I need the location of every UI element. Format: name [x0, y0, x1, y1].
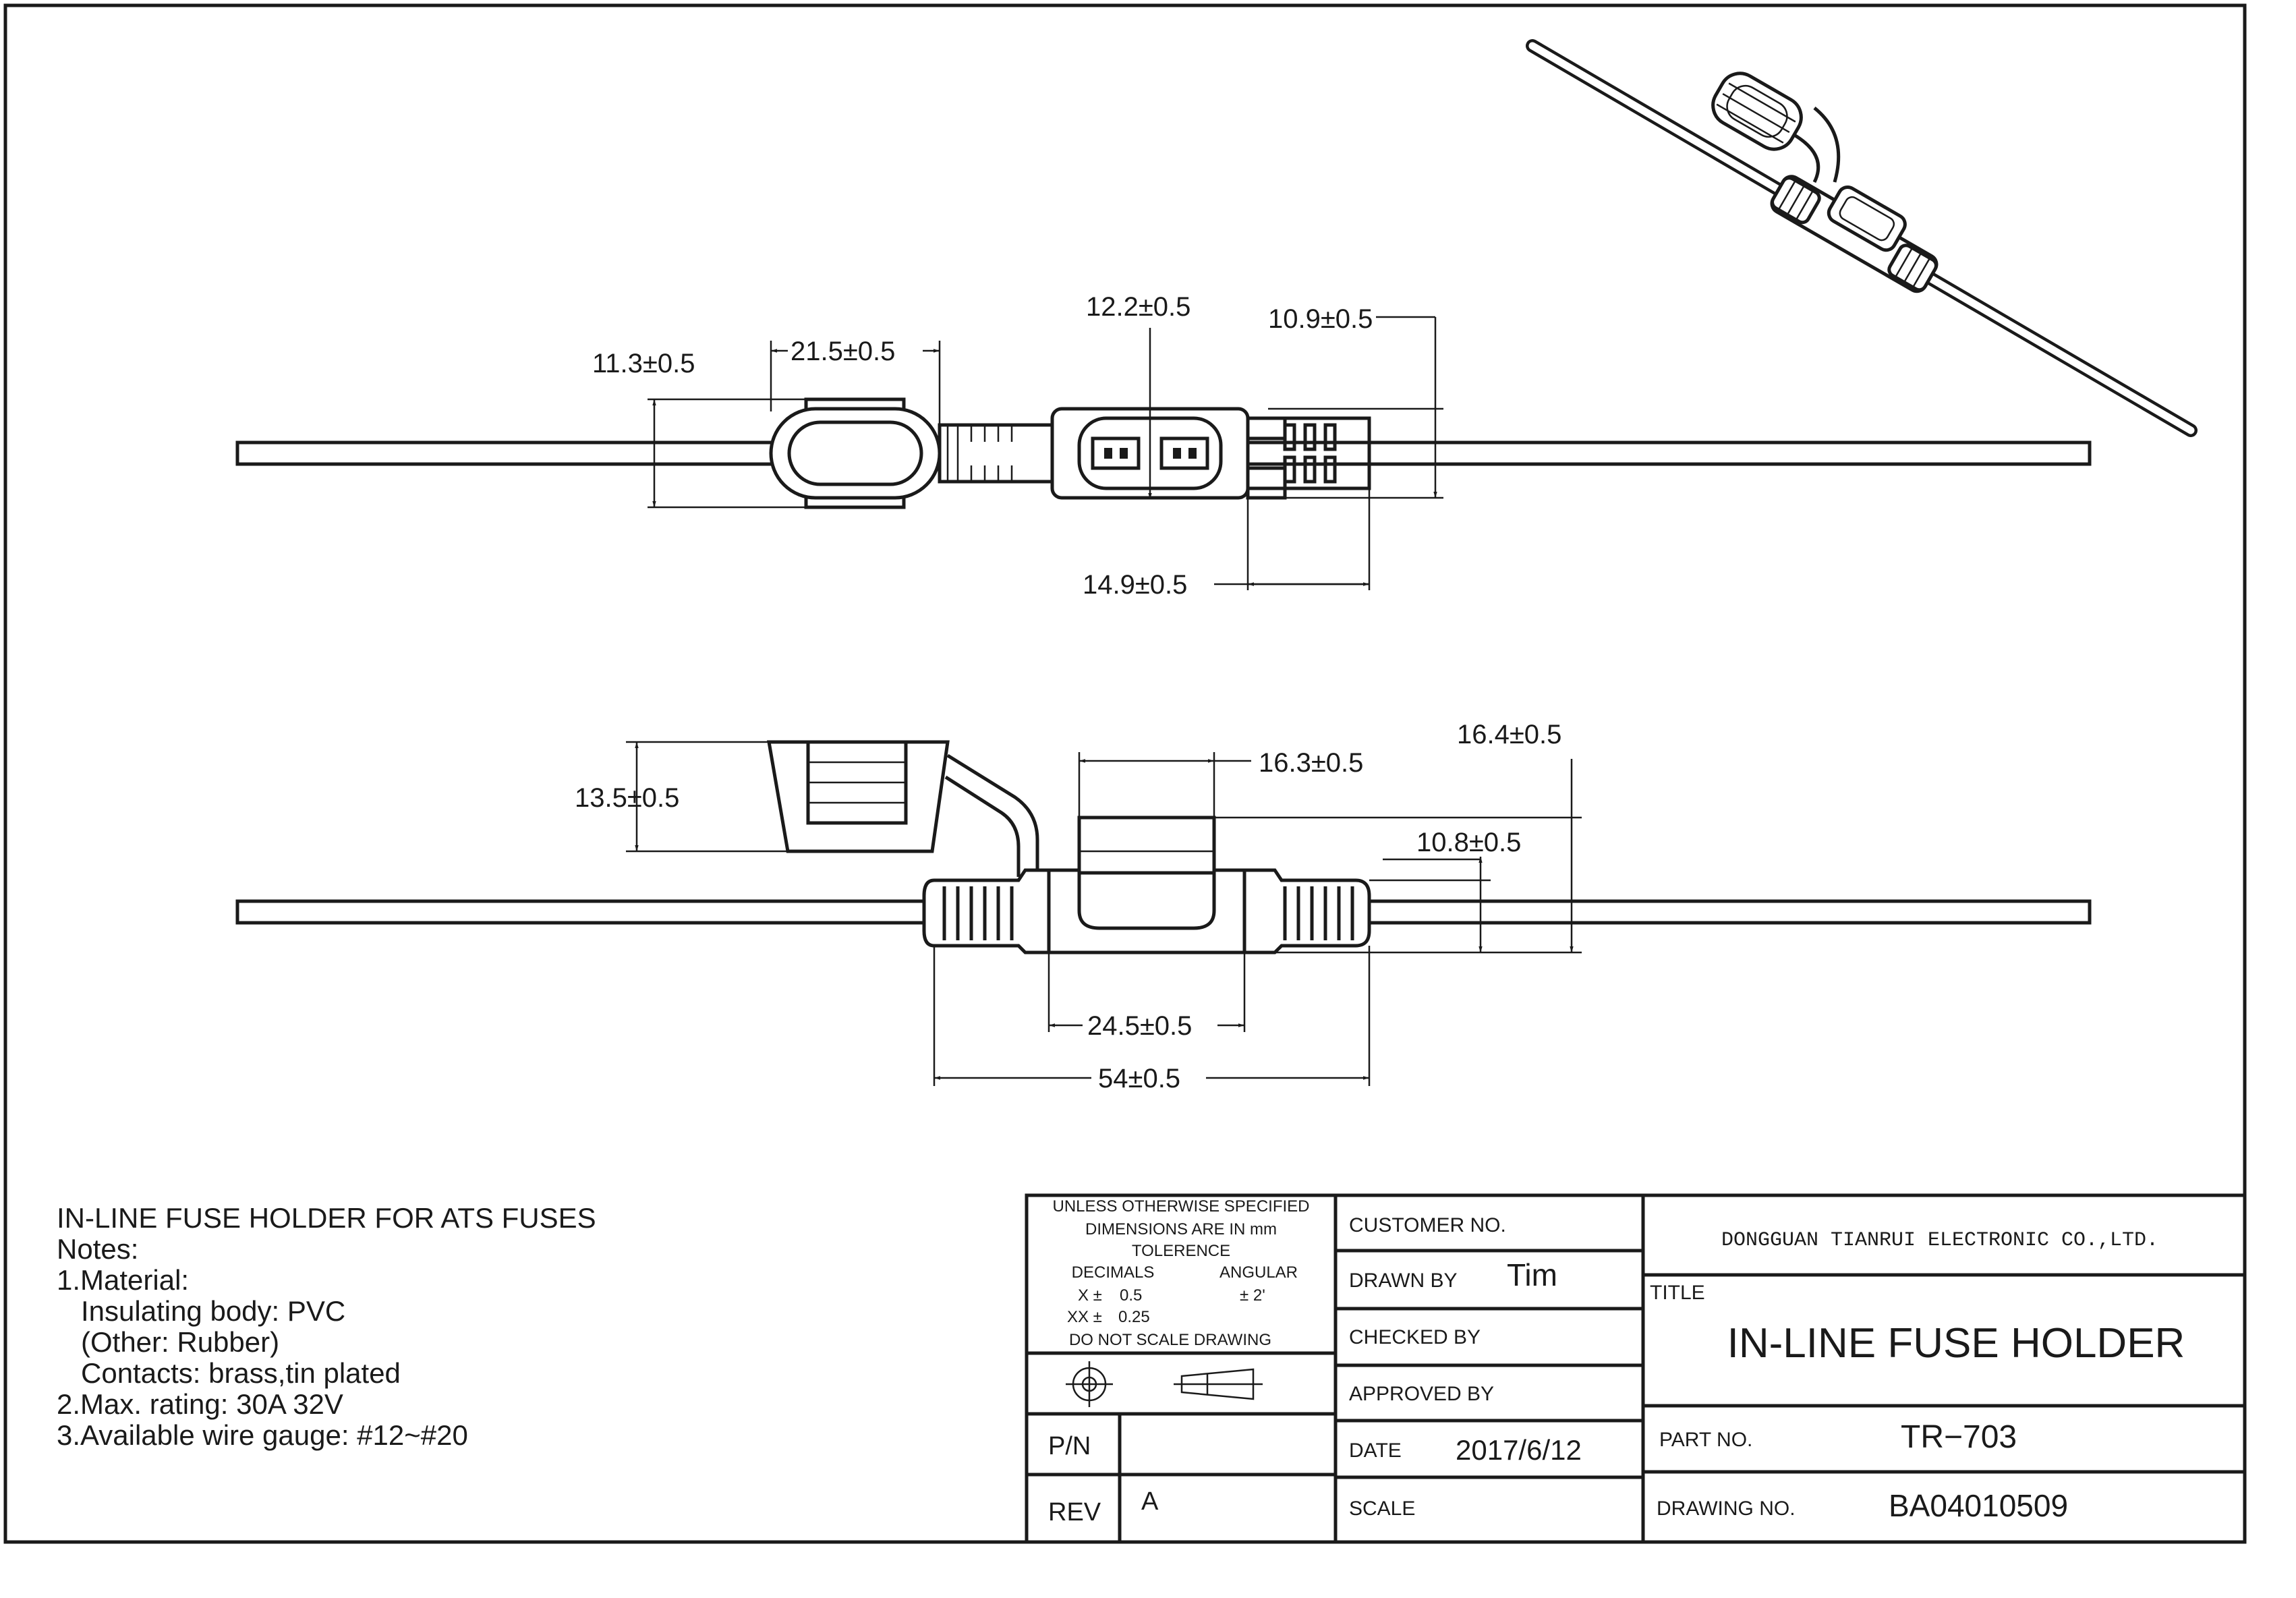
dim-16-4: 16.4±0.5 [1457, 720, 1561, 749]
dim-14-9: 14.9±0.5 [1083, 570, 1187, 600]
drawn-by-label: DRAWN BY [1349, 1269, 1458, 1292]
spec-line3: TOLERENCE [1132, 1242, 1230, 1260]
spec-xx-value: 0.25 [1118, 1308, 1150, 1326]
spec-note: DO NOT SCALE DRAWING [1069, 1331, 1271, 1349]
scale-label: SCALE [1349, 1497, 1415, 1520]
note-line: 2.Max. rating: 30A 32V [57, 1388, 343, 1420]
top-view-dimensions: 11.3±0.5 21.5±0.5 12.2±0.5 10.9±0.5 14.9… [592, 292, 1443, 600]
spec-x-label: X ± [1078, 1286, 1102, 1305]
top-view [235, 397, 2092, 509]
projection-symbol-icon [1066, 1361, 1263, 1407]
dim-24-5: 24.5±0.5 [1087, 1011, 1192, 1041]
notes-heading: IN-LINE FUSE HOLDER FOR ATS FUSES [57, 1202, 596, 1234]
company-name: DONGGUAN TIANRUI ELECTRONIC CO.,LTD. [1721, 1229, 2158, 1252]
drawing-no-label: DRAWING NO. [1657, 1497, 1796, 1520]
checked-by-label: CHECKED BY [1349, 1326, 1481, 1348]
dim-54: 54±0.5 [1098, 1064, 1180, 1093]
drawing-no-value: BA04010509 [1889, 1488, 2068, 1523]
spec-x-value: 0.5 [1120, 1286, 1142, 1305]
rev-value: A [1141, 1487, 1159, 1516]
date-label: DATE [1349, 1439, 1402, 1462]
spec-angular-value: ± 2' [1240, 1286, 1265, 1305]
date-value: 2017/6/12 [1456, 1434, 1582, 1466]
dim-16-3: 16.3±0.5 [1259, 748, 1363, 778]
pn-label: P/N [1048, 1432, 1091, 1460]
part-no-label: PART NO. [1659, 1429, 1752, 1451]
spec-angular: ANGULAR [1219, 1263, 1298, 1282]
title-block: UNLESS OTHERWISE SPECIFIED DIMENSIONS AR… [1025, 1193, 2247, 1544]
title-value: IN-LINE FUSE HOLDER [1727, 1320, 2185, 1367]
dim-21-5: 21.5±0.5 [791, 337, 895, 366]
notes: IN-LINE FUSE HOLDER FOR ATS FUSES Notes:… [57, 1202, 596, 1451]
note-line: Insulating body: PVC [81, 1295, 345, 1327]
dim-13-5: 13.5±0.5 [575, 783, 679, 813]
notes-label: Notes: [57, 1233, 138, 1265]
title-label: TITLE [1650, 1282, 1705, 1304]
note-line: (Other: Rubber) [81, 1326, 279, 1358]
dim-10-9: 10.9±0.5 [1268, 304, 1373, 334]
note-line: Contacts: brass,tin plated [81, 1357, 401, 1389]
spec-line1: UNLESS OTHERWISE SPECIFIED [1053, 1197, 1310, 1216]
dim-11-3: 11.3±0.5 [592, 349, 695, 378]
note-line: 1.Material: [57, 1264, 189, 1296]
part-no-value: TR−703 [1901, 1419, 2017, 1455]
spec-line2: DIMENSIONS ARE IN mm [1085, 1220, 1277, 1238]
rev-label: REV [1048, 1498, 1101, 1526]
approved-by-label: APPROVED BY [1349, 1383, 1494, 1405]
drawn-by-value: Tim [1507, 1257, 1557, 1292]
customer-no-label: CUSTOMER NO. [1349, 1214, 1506, 1236]
dim-12-2: 12.2±0.5 [1086, 292, 1190, 322]
isometric-view [1526, 39, 2198, 437]
spec-decimals: DECIMALS [1072, 1263, 1155, 1282]
side-view [235, 740, 2092, 954]
side-view-dimensions: 13.5±0.5 16.3±0.5 16.4±0.5 10.8±0.5 24.5… [575, 720, 1582, 1094]
spec-xx-label: XX ± [1067, 1308, 1102, 1326]
dim-10-8: 10.8±0.5 [1416, 828, 1521, 857]
note-line: 3.Available wire gauge: #12~#20 [57, 1419, 468, 1451]
